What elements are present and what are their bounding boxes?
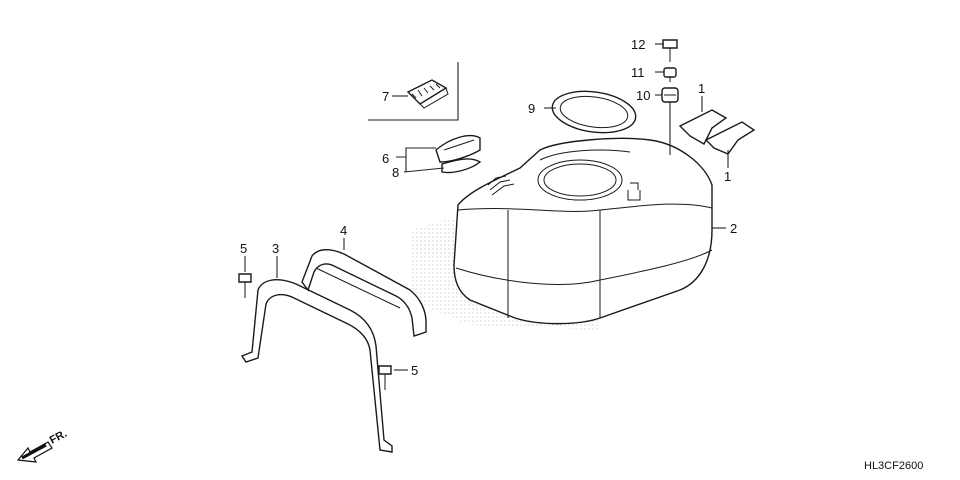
gasket-ring[interactable] — [550, 86, 639, 137]
callout-7: 7 — [382, 89, 389, 104]
callout-3: 3 — [272, 241, 279, 256]
callout-6: 6 — [382, 151, 389, 166]
bolt-top[interactable] — [662, 39, 678, 62]
collar[interactable] — [663, 67, 677, 82]
callout-5-left: 5 — [240, 241, 247, 256]
callout-5-right: 5 — [411, 363, 418, 378]
callout-2: 2 — [730, 221, 737, 236]
bolt-left[interactable] — [238, 273, 252, 298]
callout-9: 9 — [528, 101, 535, 116]
tank-band-front[interactable] — [240, 279, 393, 453]
cushion-upper[interactable] — [678, 109, 728, 145]
strainer[interactable] — [406, 79, 449, 109]
cap-seal[interactable] — [441, 158, 482, 174]
callout-1-upper: 1 — [698, 81, 705, 96]
callout-10: 10 — [636, 88, 650, 103]
callout-4: 4 — [340, 223, 347, 238]
inset-box — [368, 62, 459, 121]
cushion-lower[interactable] — [704, 121, 756, 155]
leader-lines — [244, 43, 729, 371]
bolt-right[interactable] — [378, 365, 392, 390]
callout-11: 11 — [631, 65, 645, 80]
callout-labels: 12 11 10 1 1 9 2 7 6 8 5 3 4 5 — [240, 37, 737, 378]
grommet[interactable] — [661, 87, 679, 103]
callout-8: 8 — [392, 165, 399, 180]
callout-1-lower: 1 — [724, 169, 731, 184]
fuel-cap[interactable] — [435, 134, 481, 163]
front-direction-arrow: FR. — [16, 428, 69, 463]
tank-band-rear[interactable] — [301, 249, 427, 337]
callout-12: 12 — [631, 37, 645, 52]
direction-label: FR. — [48, 428, 69, 447]
fuel-tank[interactable] — [453, 137, 713, 325]
drawing-code: HL3CF2600 — [864, 460, 923, 472]
